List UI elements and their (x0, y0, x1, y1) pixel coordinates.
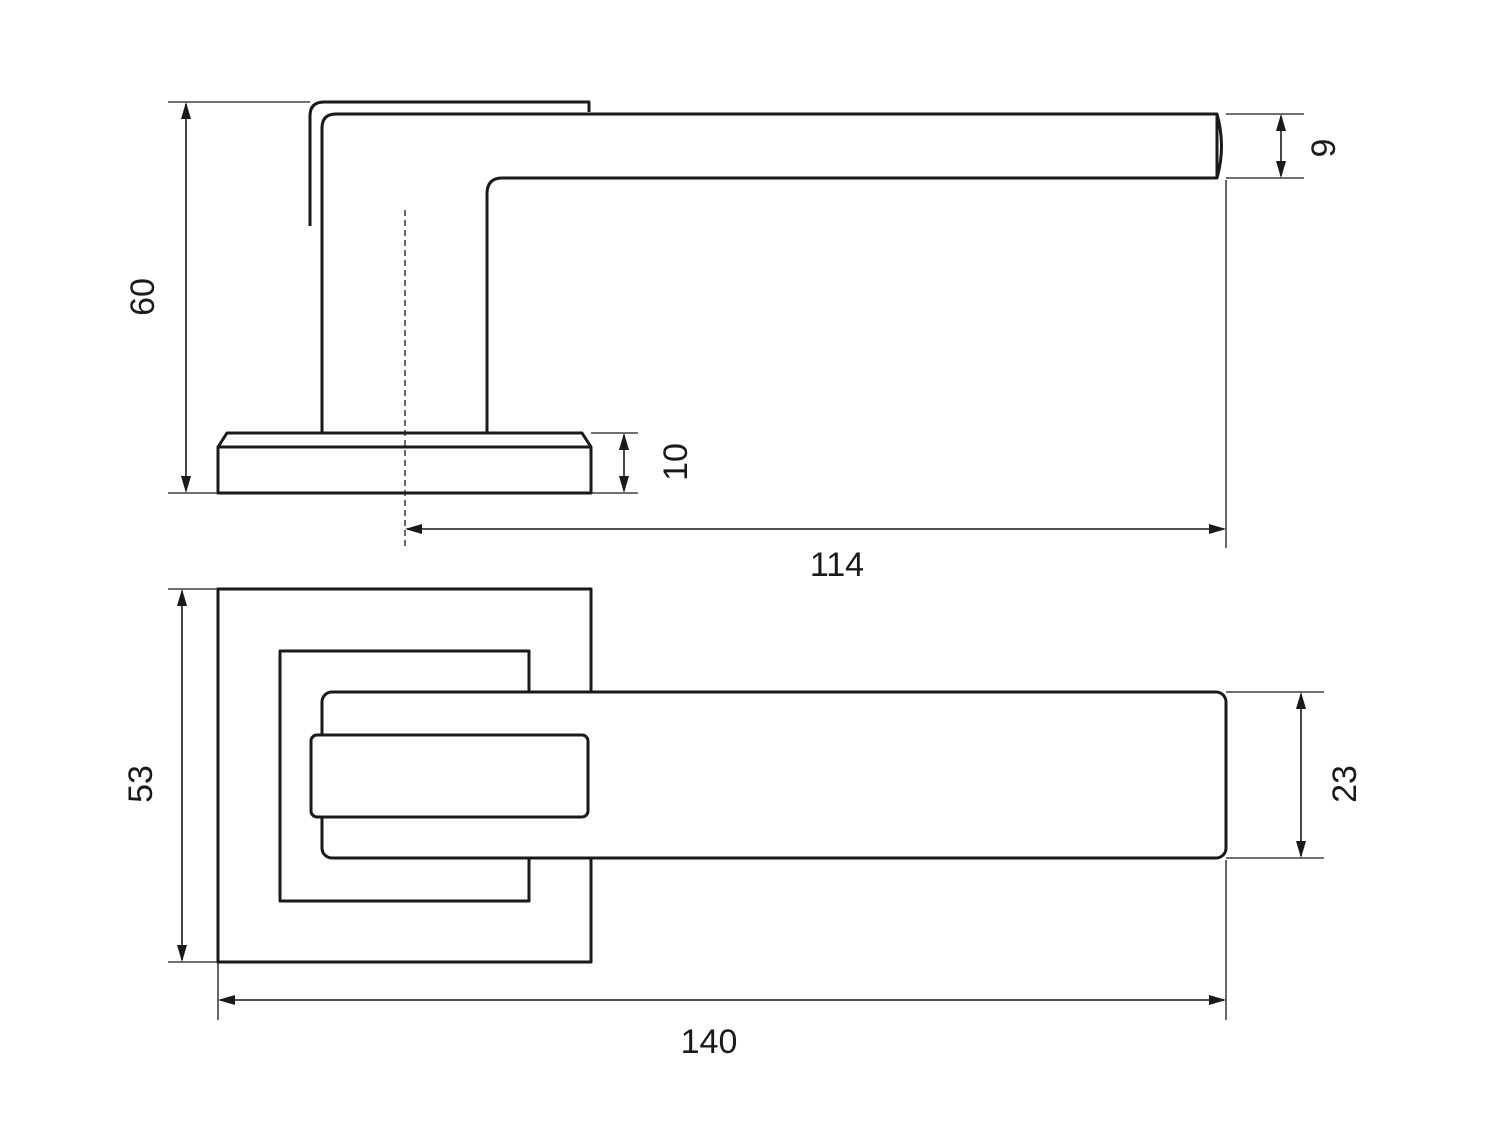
side-cover-plate (308, 100, 591, 226)
arrow-9-top (1276, 114, 1286, 131)
dim-label-140: 140 (681, 1023, 738, 1061)
dim-label-9: 9 (1305, 139, 1343, 158)
arrow-9-bottom (1276, 161, 1286, 178)
arrow-140-right (1209, 995, 1226, 1005)
arrow-114-right (1209, 524, 1226, 534)
side-lever-body (320, 112, 1223, 433)
arrow-53-bottom (177, 945, 187, 962)
arrow-60-bottom (181, 476, 191, 493)
dim-label-10: 10 (657, 443, 695, 481)
arrow-140-left (218, 995, 235, 1005)
arrow-10-top (619, 433, 629, 450)
dim-label-60: 60 (124, 278, 162, 316)
arrow-53-top (177, 589, 187, 606)
arrow-114-left (405, 524, 422, 534)
arrow-10-bottom (619, 476, 629, 493)
arrow-23-bottom (1296, 841, 1306, 858)
arrow-60-top (181, 102, 191, 119)
arrow-23-top (1296, 692, 1306, 709)
top-lever-hub (309, 733, 590, 819)
side-view: 60 9 10 114 (124, 100, 1343, 584)
dim-label-53: 53 (122, 765, 160, 803)
dim-label-23: 23 (1326, 765, 1364, 803)
dim-label-114: 114 (810, 546, 864, 584)
top-view: 53 23 140 (122, 587, 1364, 1061)
